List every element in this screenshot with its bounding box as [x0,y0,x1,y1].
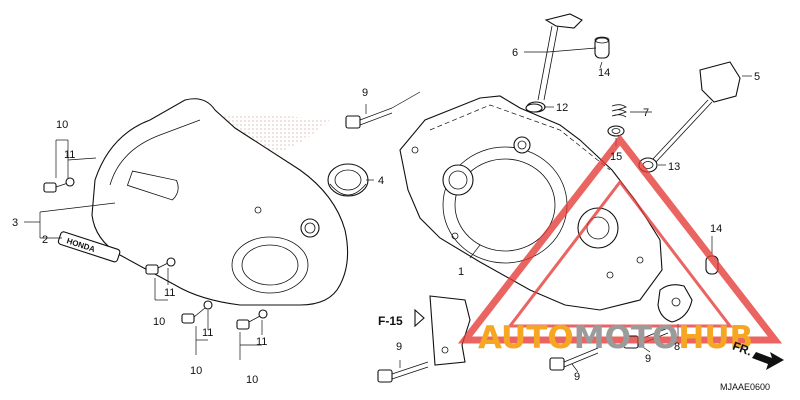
callout-2: 2 [42,234,48,246]
callout-9-bottom-right: 9 [645,353,651,365]
dowel-pin-top [594,36,610,59]
callout-7: 7 [643,107,649,119]
spring [611,104,627,118]
callout-4: 4 [378,175,384,187]
callout-12: 12 [556,102,568,114]
cable-assembly [651,61,741,163]
callout-10-top: 10 [56,119,68,131]
callout-11-right: 11 [256,336,267,348]
callout-10-left: 10 [153,316,165,328]
reference-label: F-15 [378,314,403,328]
watermark-word-part3: HUB [678,320,753,356]
diagram-code: MJAAE0600 [720,382,770,392]
watermark-logo [457,134,783,344]
front-label: FR. [731,339,754,359]
watermark-word: AUTOMOTOHUB [478,320,753,356]
left-crankcase-cover [91,98,349,306]
callout-3: 3 [12,217,18,229]
callout-5: 5 [754,71,760,83]
callout-15: 15 [610,151,622,163]
callout-1: 1 [458,266,464,278]
front-arrow-icon [752,352,784,370]
leader-lines [24,47,752,373]
callout-8: 8 [674,341,680,353]
oil-seal [327,163,369,197]
callout-13: 13 [668,161,680,173]
callout-10-right: 10 [246,374,258,386]
callout-14-right: 14 [710,223,722,235]
callout-6: 6 [512,47,518,59]
callout-14-top: 14 [598,67,610,79]
flange-bolts [345,107,669,383]
watermark-word-part1: AUTO [478,320,574,356]
watermark-word-part2: MOTO [574,320,679,356]
callout-11-middle: 11 [202,327,213,339]
callout-10-middle: 10 [190,365,202,377]
reference-plate [414,295,471,366]
callout-labels: 1 2 3 4 5 6 7 8 9 9 9 9 10 10 10 10 11 1… [12,47,760,386]
bracket [657,284,693,323]
callout-9-bottom-left: 9 [396,341,402,353]
oil-level-gauge [526,13,583,113]
callout-11-left: 11 [164,287,175,299]
callout-11-top: 11 [64,149,75,161]
callout-9-bottom-middle: 9 [574,371,580,383]
front-direction-indicator: FR. [731,339,784,370]
washer-15 [607,125,625,137]
bolt-set-left [43,177,268,330]
o-ring [525,103,543,113]
callout-9-top: 9 [362,87,368,99]
